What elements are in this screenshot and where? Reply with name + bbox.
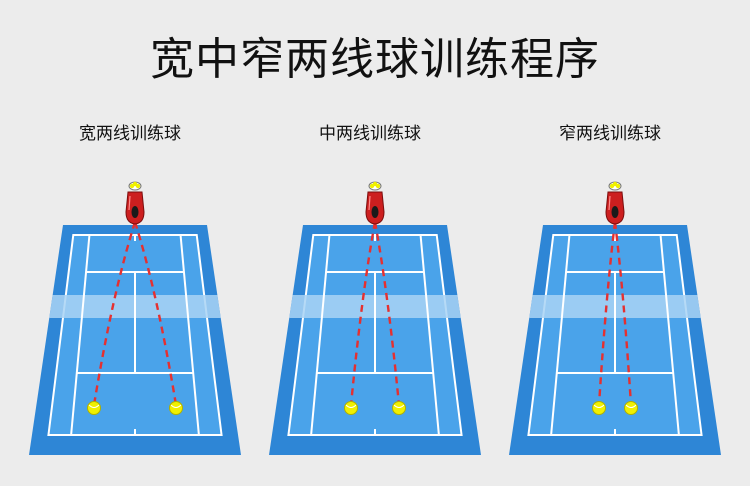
tennis-ball-seam bbox=[625, 404, 637, 408]
machine-highlight bbox=[368, 195, 371, 211]
ball-machine-icon bbox=[365, 181, 385, 225]
tennis-ball-seam bbox=[170, 404, 182, 408]
singles-sideline-right bbox=[659, 234, 680, 436]
court-narrow bbox=[509, 181, 721, 455]
trajectory-right bbox=[133, 221, 178, 406]
machine-opening bbox=[611, 206, 619, 218]
page-title: 宽中窄两线球训练程序 bbox=[150, 34, 600, 85]
machine-opening bbox=[371, 206, 379, 218]
trajectory-left bbox=[92, 221, 137, 406]
ball-machine-icon bbox=[125, 181, 145, 225]
trajectory-left bbox=[349, 221, 377, 406]
ball-machine-icon bbox=[605, 181, 625, 225]
trajectory-right bbox=[373, 221, 401, 406]
singles-sideline-left bbox=[550, 234, 571, 436]
tennis-ball-seam bbox=[345, 404, 357, 408]
court-wide bbox=[29, 181, 241, 455]
tennis-ball-seam bbox=[393, 404, 405, 408]
hopper-ball bbox=[612, 181, 618, 187]
panel-label-narrow: 窄两线训练球 bbox=[559, 124, 661, 144]
hopper-ball bbox=[372, 181, 378, 187]
machine-highlight bbox=[128, 195, 131, 211]
trajectory-right bbox=[613, 221, 633, 406]
trajectory-left bbox=[597, 221, 617, 406]
hopper-ball bbox=[132, 181, 138, 187]
singles-sideline-left bbox=[310, 234, 331, 436]
panel-label-medium: 中两线训练球 bbox=[319, 124, 421, 144]
court-medium bbox=[269, 181, 481, 455]
tennis-ball-seam bbox=[593, 404, 605, 408]
panel-label-wide: 宽两线训练球 bbox=[79, 124, 181, 144]
singles-sideline-left bbox=[70, 234, 91, 436]
singles-sideline-right bbox=[179, 234, 200, 436]
machine-highlight bbox=[608, 195, 611, 211]
singles-sideline-right bbox=[419, 234, 440, 436]
tennis-ball-seam bbox=[88, 404, 100, 408]
machine-opening bbox=[131, 206, 139, 218]
